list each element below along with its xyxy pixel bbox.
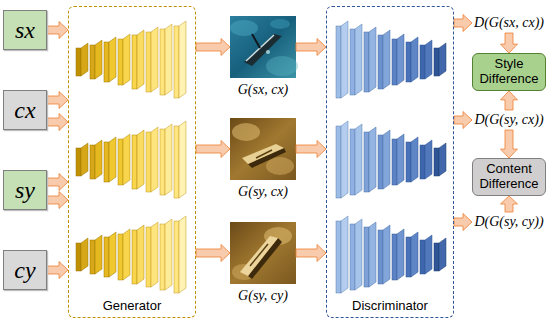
content-input: cx xyxy=(3,90,47,130)
block-arrow xyxy=(454,214,472,231)
discriminator-output: D(G(sx, cx)) xyxy=(472,13,546,33)
output-label: D(G(sy, cx)) xyxy=(474,112,543,128)
block-arrow xyxy=(454,15,472,32)
generated-image: G(sy, cy) xyxy=(230,222,296,284)
image-caption: G(sx, cx) xyxy=(238,82,289,98)
difference-box: Style Difference xyxy=(472,53,546,91)
generator-network xyxy=(76,216,186,293)
discriminator-network xyxy=(336,216,446,293)
block-arrow xyxy=(196,245,230,262)
style-input: sx xyxy=(3,10,47,50)
content-input: cy xyxy=(3,250,47,290)
block-arrow xyxy=(454,112,472,129)
difference-label: Style Difference xyxy=(475,57,543,87)
input-symbol: sy xyxy=(15,177,35,204)
block-arrow xyxy=(501,196,518,212)
difference-label: Content Difference xyxy=(475,162,543,192)
block-arrow xyxy=(47,192,68,209)
generated-image: G(sy, cx) xyxy=(230,118,296,180)
block-arrow xyxy=(47,262,68,279)
discriminator-network xyxy=(336,121,446,198)
block-arrow xyxy=(47,22,68,39)
generator-network xyxy=(76,21,186,98)
image-caption: G(sy, cy) xyxy=(238,288,288,304)
block-arrow xyxy=(47,114,68,131)
output-label: D(G(sx, cx)) xyxy=(474,15,544,31)
block-arrow xyxy=(47,174,68,191)
discriminator-output: D(G(sy, cy)) xyxy=(472,212,546,232)
block-arrow xyxy=(196,39,230,56)
underwater-image xyxy=(230,16,298,78)
difference-box: Content Difference xyxy=(472,158,546,196)
block-arrow xyxy=(501,91,518,110)
block-arrow xyxy=(296,245,326,262)
discriminator-network xyxy=(336,21,446,98)
discriminator-box: Discriminator xyxy=(326,6,454,318)
sonar-image xyxy=(230,118,296,180)
block-arrow xyxy=(501,33,518,53)
style-input: sy xyxy=(3,170,47,210)
block-arrow xyxy=(196,141,230,158)
image-caption: G(sy, cx) xyxy=(238,184,288,200)
input-symbol: cx xyxy=(14,97,35,124)
module-label: Generator xyxy=(69,298,195,313)
input-symbol: cy xyxy=(14,257,35,284)
sonar-image xyxy=(230,222,296,284)
block-arrow xyxy=(296,141,326,158)
block-arrow xyxy=(296,39,326,56)
block-arrow xyxy=(47,92,68,109)
discriminator-output: D(G(sy, cx)) xyxy=(472,110,546,130)
block-arrow xyxy=(501,130,518,158)
generated-image: G(sx, cx) xyxy=(230,16,296,78)
input-symbol: sx xyxy=(15,17,35,44)
generator-network xyxy=(76,121,186,198)
module-label: Discriminator xyxy=(327,298,453,313)
generator-box: Generator xyxy=(68,6,196,318)
output-label: D(G(sy, cy)) xyxy=(474,214,543,230)
